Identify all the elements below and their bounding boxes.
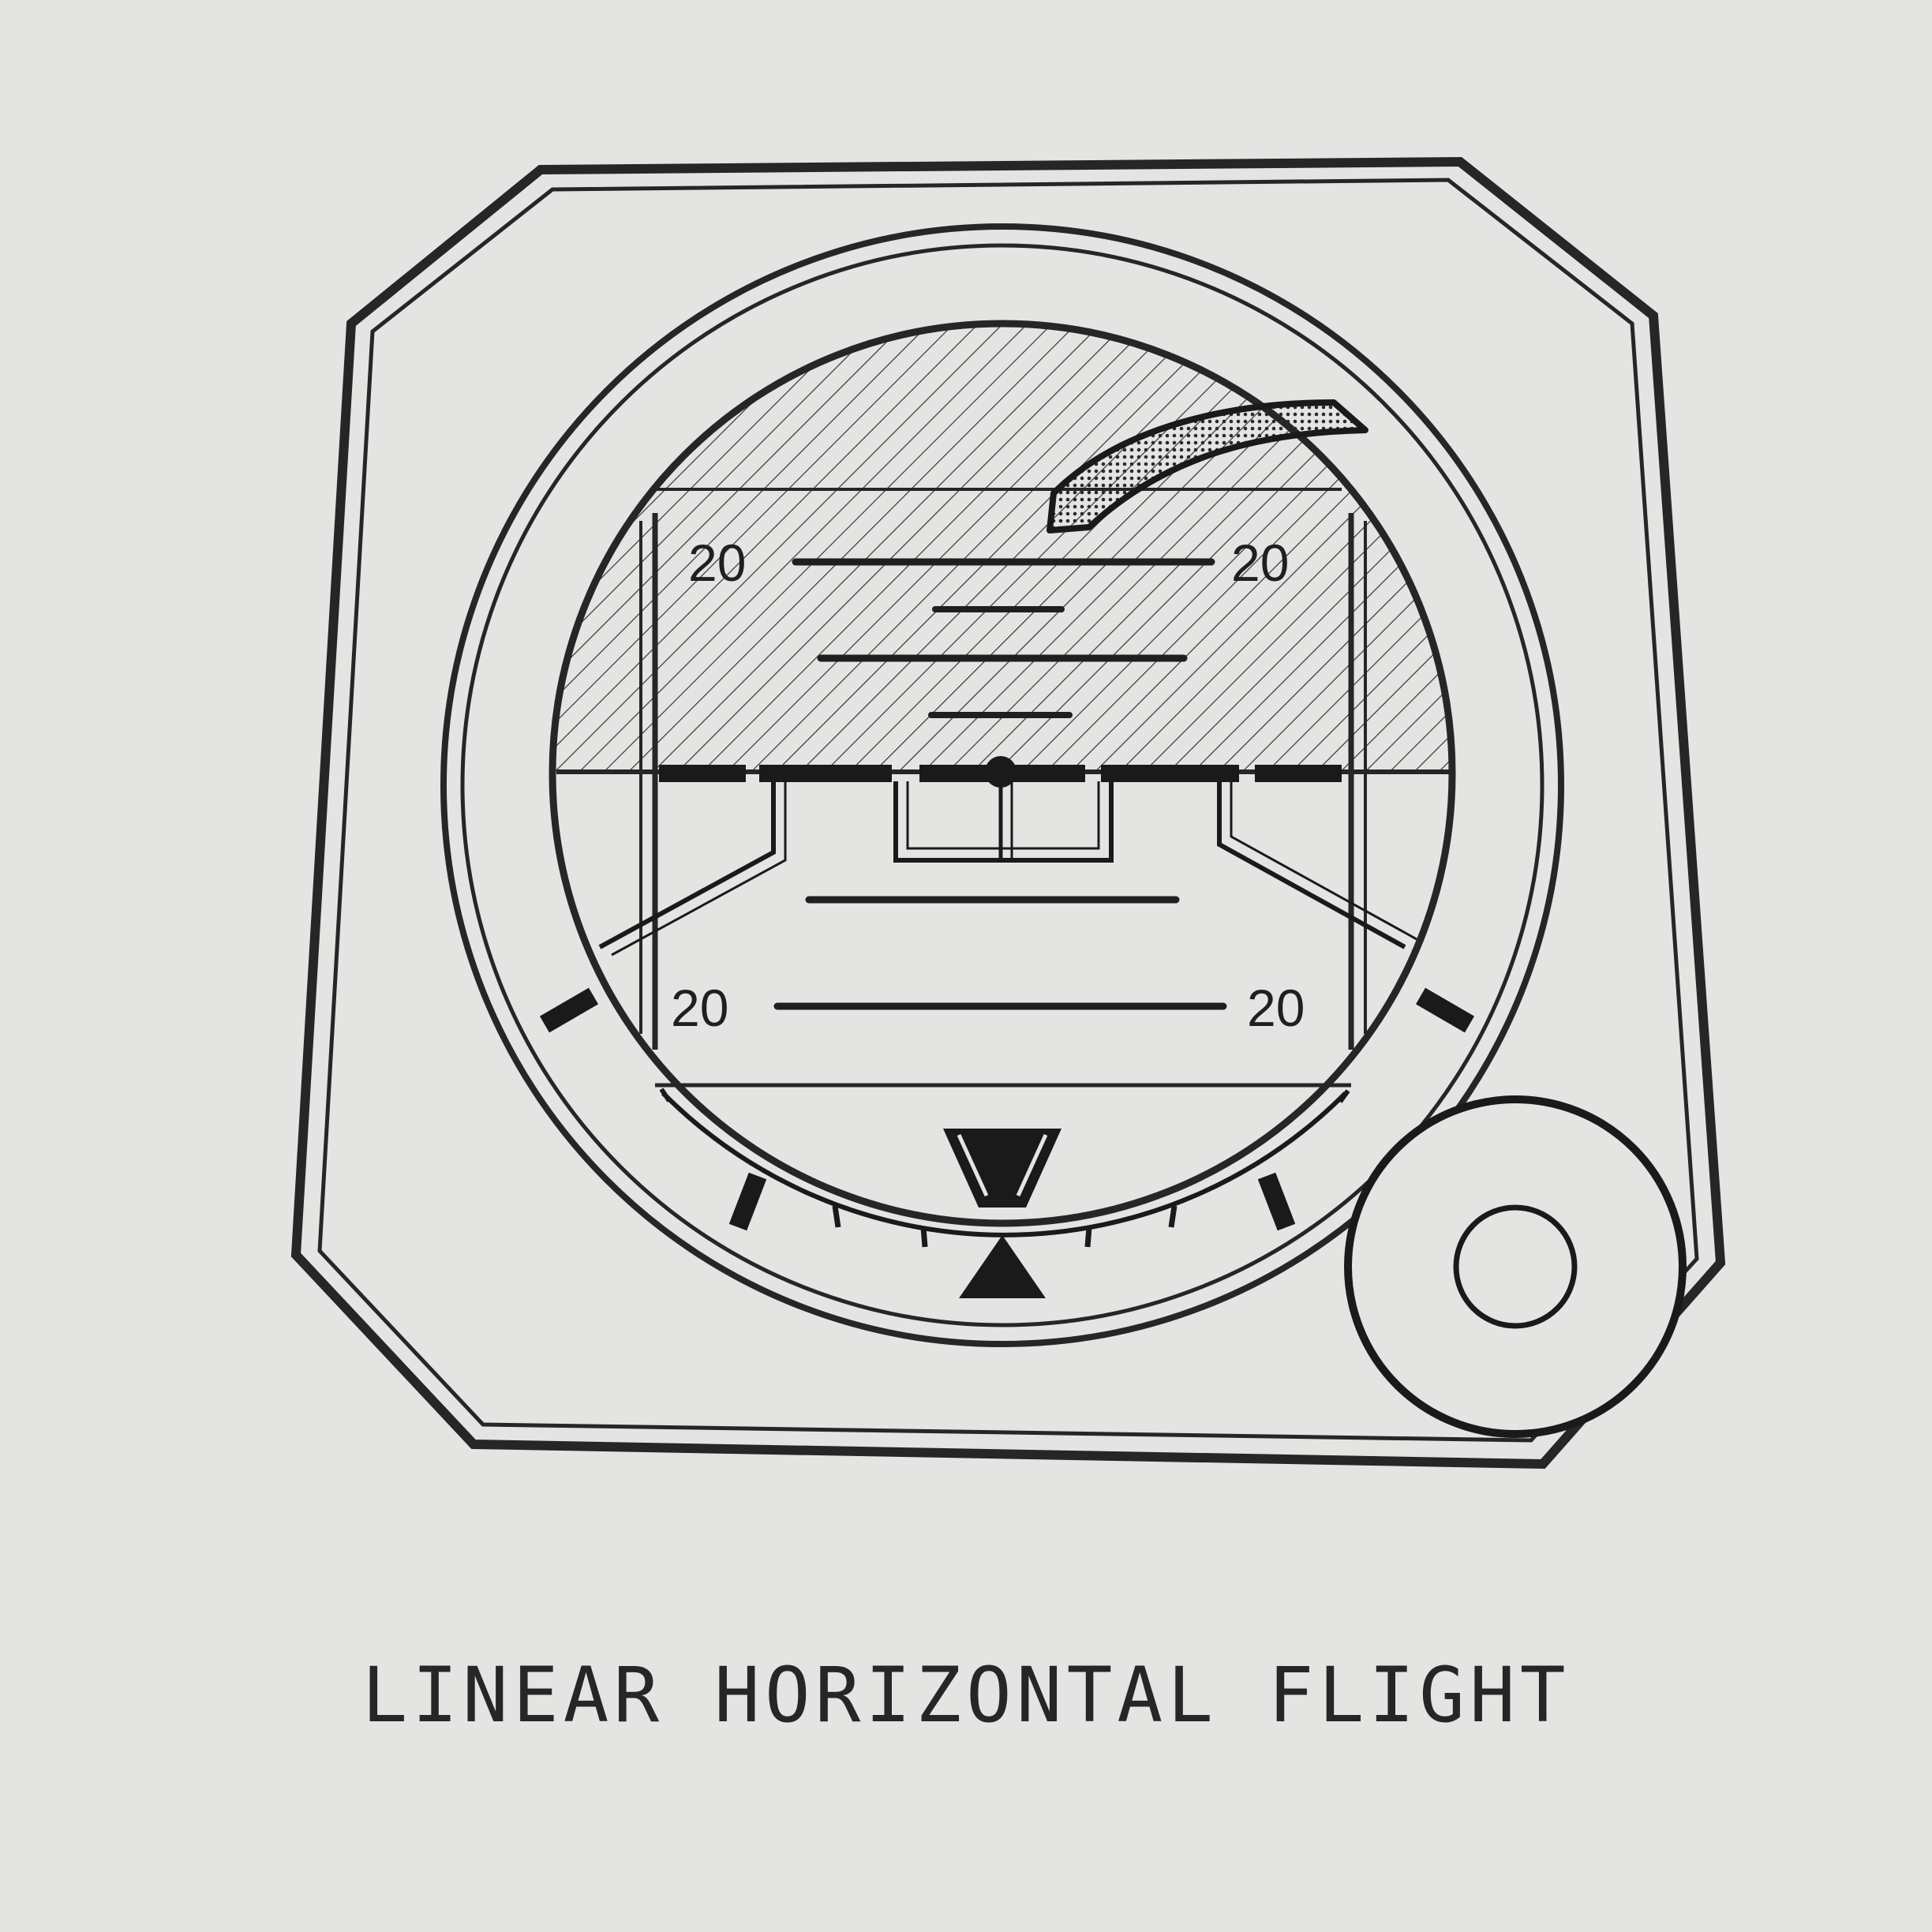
- pitch-scale: [773, 558, 1227, 1010]
- bank-pointer-icon: [943, 1129, 1061, 1298]
- figure-caption: LINEAR HORIZONTAL FLIGHT: [361, 1651, 1571, 1739]
- pitch-label-lower-left: 20: [671, 979, 728, 1037]
- bank-arc: [661, 1091, 1348, 1237]
- miniature-aircraft-icon: [598, 756, 1417, 957]
- pitch-label-lower-right: 20: [1247, 979, 1305, 1037]
- bezel-ring: [440, 223, 1564, 1347]
- slip-indicator-band: [1046, 399, 1368, 534]
- pitch-label-upper-right: 20: [1231, 534, 1289, 592]
- attitude-indicator-case-icon: [290, 156, 1726, 1470]
- pitch-frame: [639, 488, 1367, 1088]
- pitch-label-upper-left: 20: [688, 534, 746, 592]
- adjustment-knob-icon[interactable]: [1344, 1095, 1687, 1438]
